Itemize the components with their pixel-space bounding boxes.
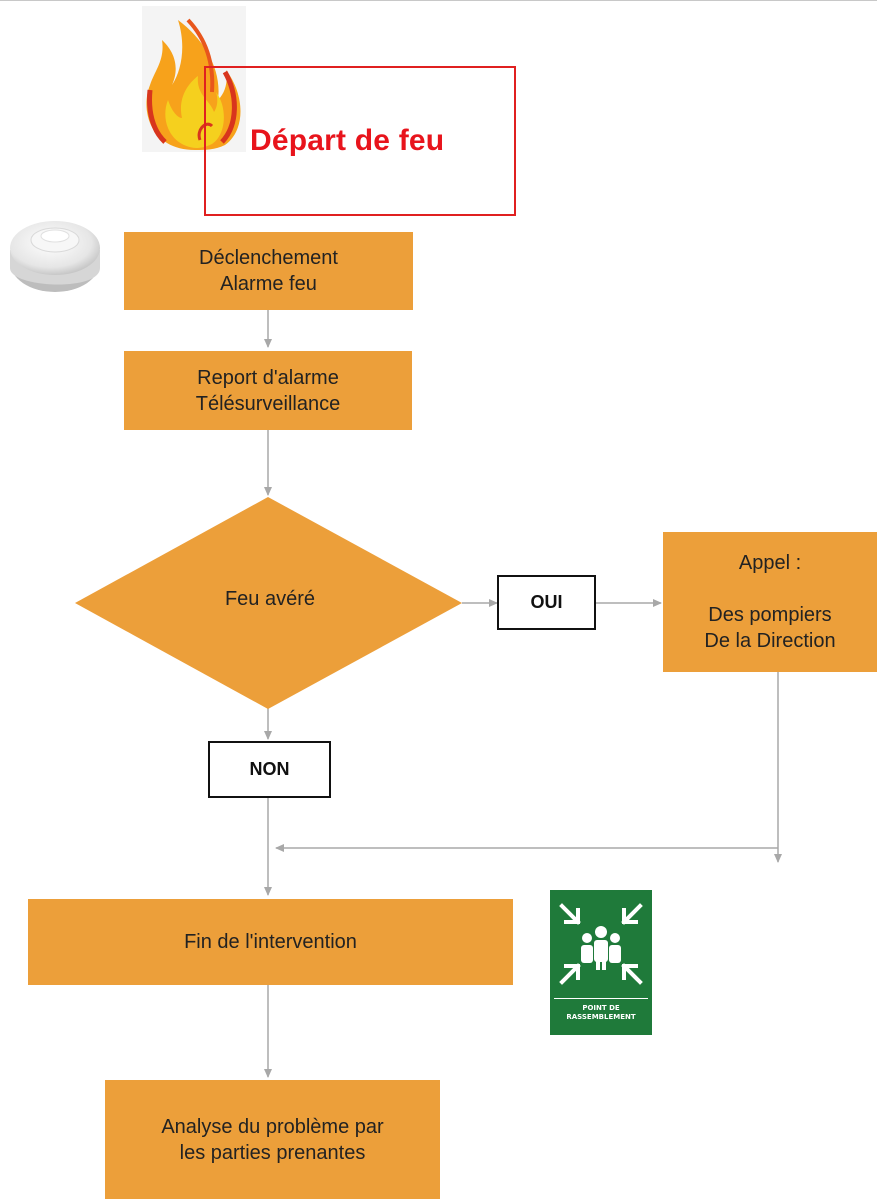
analysis-box: Analyse du problème par les parties pren… bbox=[105, 1080, 440, 1199]
sign-text: POINT DE RASSEMBLEMENT bbox=[566, 1004, 636, 1021]
call-box: Appel : Des pompiers De la Direction bbox=[663, 532, 877, 672]
end-box: Fin de l'intervention bbox=[28, 899, 513, 985]
start-box bbox=[204, 66, 516, 216]
trigger-box: Déclenchement Alarme feu bbox=[124, 232, 413, 310]
decision-label: Feu avéré bbox=[224, 588, 316, 610]
no-label: NON bbox=[208, 741, 331, 798]
start-title: Départ de feu bbox=[250, 124, 445, 157]
assembly-point-sign-icon: POINT DE RASSEMBLEMENT bbox=[548, 888, 654, 1037]
top-border bbox=[0, 0, 877, 1]
people-arrows-icon bbox=[559, 903, 643, 985]
yes-label: OUI bbox=[497, 575, 596, 630]
report-box: Report d'alarme Télésurveillance bbox=[124, 351, 412, 430]
sign-divider bbox=[554, 998, 648, 999]
